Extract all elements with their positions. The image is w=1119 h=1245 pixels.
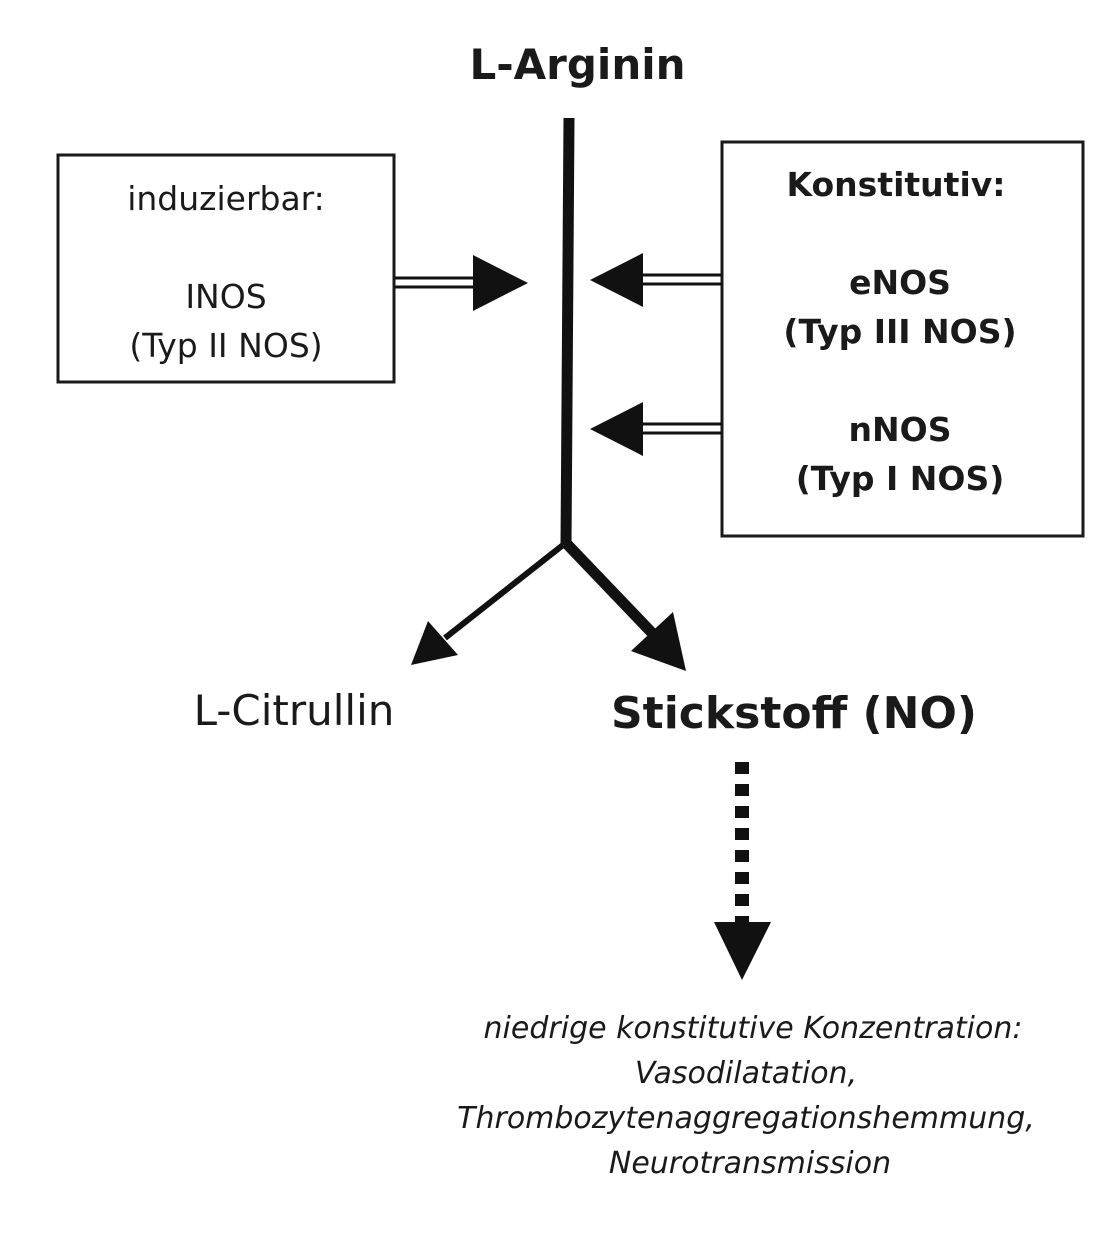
enos-arrow — [590, 253, 722, 307]
nnos-label: nNOS — [848, 410, 952, 449]
enos-type-label: (Typ III NOS) — [783, 312, 1017, 351]
constitutive-heading: Konstitutiv: — [786, 165, 1006, 204]
constitutive-box — [720, 140, 1085, 538]
nnos-type-label: (Typ I NOS) — [795, 459, 1005, 498]
effects-line-1: niedrige konstitutive Konzentration: — [483, 1011, 1023, 1046]
inos-type-label: (Typ II NOS) — [129, 326, 323, 365]
effects-line-3: Thrombozytenaggregationshemmung, — [457, 1101, 1035, 1136]
inos-label: INOS — [185, 277, 267, 316]
inos-arrow — [395, 255, 528, 311]
enos-label: eNOS — [849, 263, 951, 302]
citrullin-arrow — [411, 542, 565, 665]
effects-arrow — [714, 762, 771, 980]
inducible-box — [56, 153, 396, 384]
nitric-oxide-label: Stickstoff (NO) — [610, 688, 977, 739]
inducible-heading: induzierbar: — [127, 179, 325, 218]
no-arrow — [562, 539, 686, 671]
effects-line-4: Neurotransmission — [608, 1146, 892, 1181]
nnos-arrow — [590, 402, 722, 456]
arginine-title: L-Arginin — [469, 40, 686, 89]
arginine-main-line — [560, 117, 575, 546]
effects-line-2: Vasodilatation, — [634, 1056, 858, 1091]
citrullin-label: L-Citrullin — [193, 686, 395, 735]
